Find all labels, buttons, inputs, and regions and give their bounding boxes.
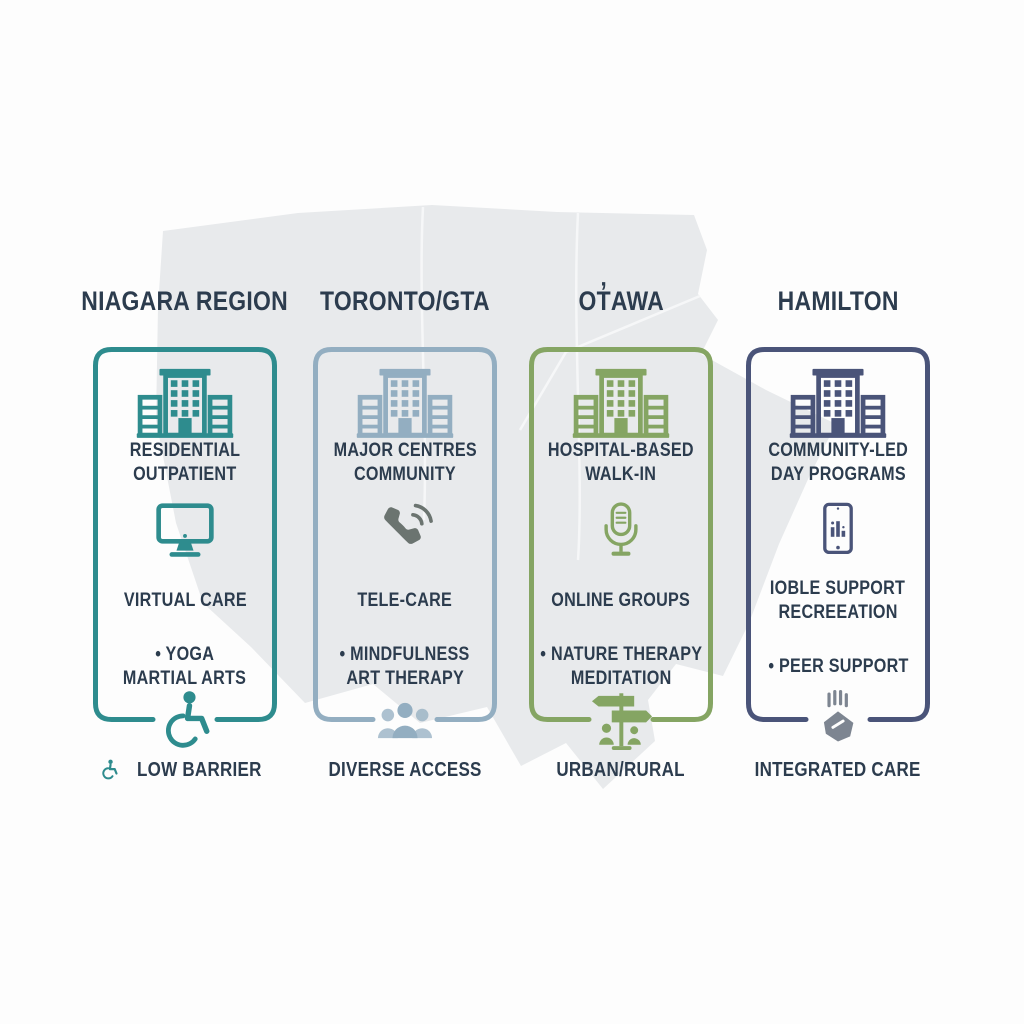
program-bullet-list: • MINDFULNESS ART THERAPY xyxy=(339,644,471,689)
region-title: HAMILTON xyxy=(777,286,899,316)
secondary-service-label: VIRTUAL CARE xyxy=(123,590,247,611)
wheelchair-icon xyxy=(150,686,220,756)
monitor-icon xyxy=(93,497,277,567)
secondary-service-label: IOBLE SUPPORT RECREEATION xyxy=(770,578,906,623)
tablet-icon xyxy=(746,497,930,567)
caption-text: LOW BARRIER xyxy=(136,758,262,781)
card-outline xyxy=(313,347,497,722)
hospital-building-icon xyxy=(529,363,713,441)
microphone-icon xyxy=(529,497,713,567)
primary-services-label: HOSPITAL-BASED WALK-IN xyxy=(548,440,694,485)
program-bullet-list: • PEER SUPPORT xyxy=(767,656,909,677)
card-outline xyxy=(529,347,713,722)
caption-text: DIVERSE ACCESS xyxy=(328,758,482,781)
hospital-building-icon xyxy=(313,363,497,441)
caption-text: URBAN/RURAL xyxy=(556,758,686,781)
column-hamilton: HAMILTON xyxy=(746,280,930,800)
region-title: OT̓AWA xyxy=(578,286,664,316)
card-caption: INTEGRATED CARE xyxy=(716,756,960,784)
column-niagara-region: NIAGARA REGION xyxy=(82,280,288,800)
handshake-icon xyxy=(803,686,873,756)
people-group-icon xyxy=(370,686,440,756)
wheelchair-icon xyxy=(98,759,120,781)
program-bullet-list: • YOGA MARTIAL ARTS xyxy=(123,644,247,689)
hospital-building-icon xyxy=(93,363,277,441)
primary-services-label: RESIDENTIAL OUTPATIENT xyxy=(129,440,241,485)
card-outline xyxy=(746,347,930,722)
secondary-service-label: ONLINE GROUPS xyxy=(551,590,691,611)
primary-services-label: MAJOR CENTRES COMMUNITY xyxy=(333,440,477,485)
secondary-service-label: TELE-CARE xyxy=(357,590,453,611)
card-caption: URBAN/RURAL xyxy=(499,756,743,784)
hospital-building-icon xyxy=(746,363,930,441)
column-ottawa: OT̓AWA xyxy=(529,280,713,800)
region-title: TORONTO/GTA xyxy=(320,286,490,316)
phone-icon xyxy=(313,497,497,567)
region-title: NIAGARA REGION xyxy=(81,286,289,316)
signpost-icon xyxy=(586,686,656,756)
caption-text: INTEGRATED CARE xyxy=(755,758,921,781)
card-outline xyxy=(93,347,277,722)
column-toronto-gta: TORONTO/GTA xyxy=(313,280,497,800)
card-caption: DIVERSE ACCESS xyxy=(283,756,527,784)
card-caption: LOW BARRIER xyxy=(63,756,307,784)
primary-services-label: COMMUNITY-LED DAY PROGRAMS xyxy=(768,440,908,485)
program-bullet-list: • NATURE THERAPY MEDITATION xyxy=(540,644,702,689)
